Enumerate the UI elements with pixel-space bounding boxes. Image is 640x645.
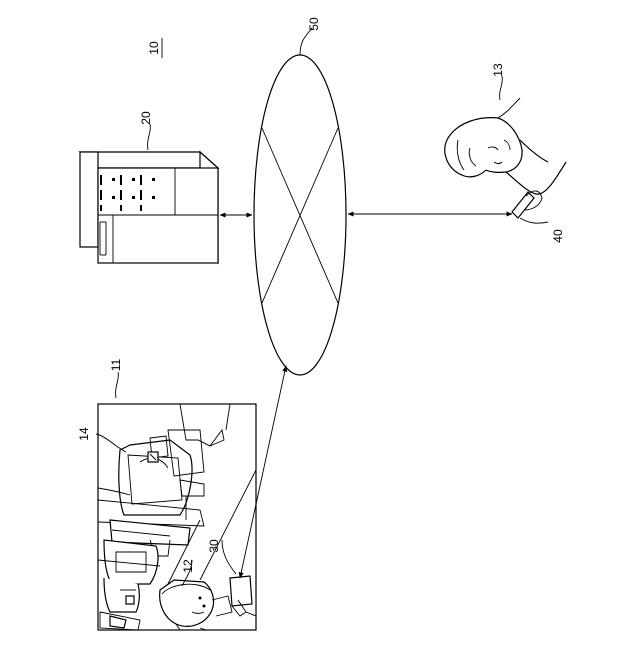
user-label: 13: [491, 63, 505, 77]
server-label: 20: [139, 111, 153, 125]
worker-label: 12: [181, 559, 195, 573]
server-leader: [148, 124, 151, 150]
system-label: 10: [147, 41, 161, 55]
person-with-phone-icon: [445, 98, 566, 218]
site-leader: [116, 372, 119, 398]
network-label: 50: [307, 17, 321, 31]
site-network-link: [240, 366, 286, 578]
device-leader: [520, 218, 548, 223]
user-leader: [500, 76, 503, 100]
device-label: 40: [551, 229, 565, 243]
network-leader: [300, 28, 312, 55]
machine-label: 14: [77, 427, 91, 441]
camera-label: 30: [207, 539, 221, 553]
site-label: 11: [109, 358, 123, 371]
machine-leader: [96, 434, 126, 452]
network-cloud-icon: [254, 55, 346, 375]
factory-scene-icon: [98, 404, 256, 630]
camera-leader: [222, 540, 236, 574]
system-label-group: 10: [147, 38, 162, 58]
server-rack-icon: [80, 152, 218, 263]
